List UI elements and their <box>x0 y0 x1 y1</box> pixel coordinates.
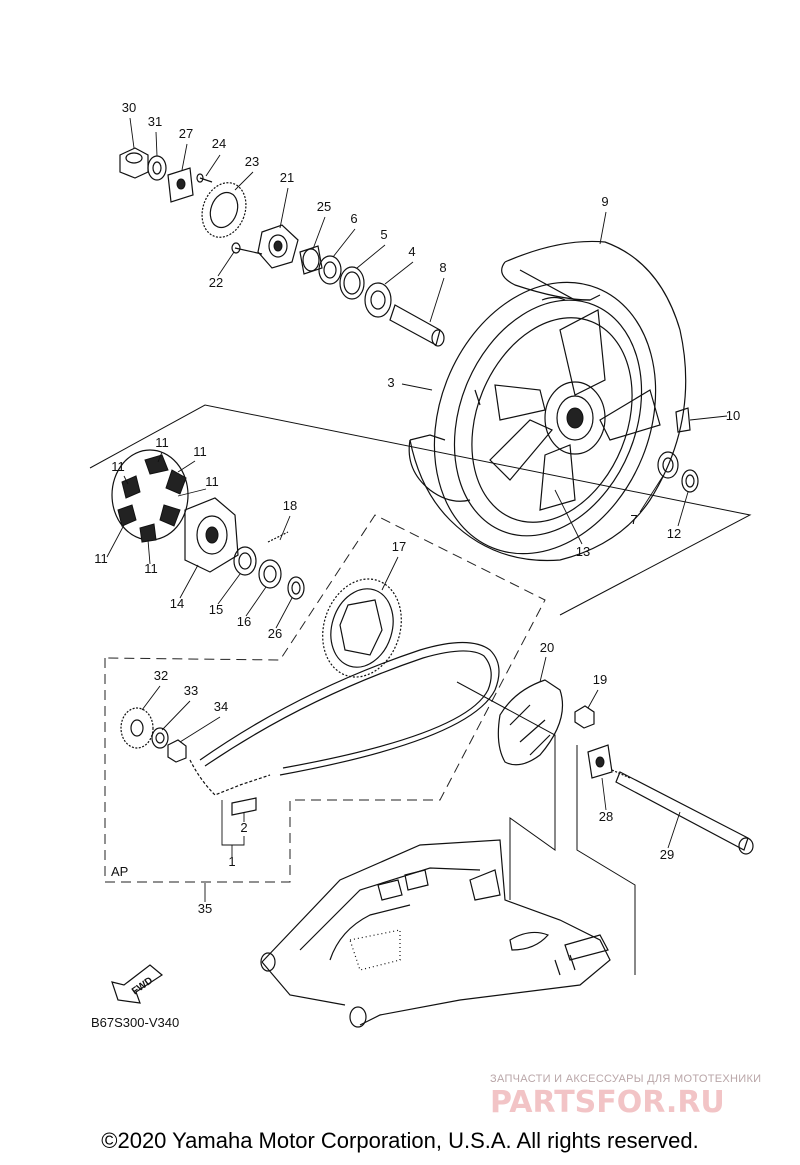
axle-29 <box>611 769 754 855</box>
collar-25 <box>299 245 323 275</box>
spacer-8 <box>389 304 445 347</box>
callout-12: 12 <box>667 526 681 541</box>
collar-26 <box>287 576 305 600</box>
callout-4: 4 <box>408 244 415 259</box>
callout-13: 13 <box>576 544 590 559</box>
front-sprocket-32 <box>120 707 154 749</box>
callout-17: 17 <box>392 539 406 554</box>
diagram-code: B67S300-V340 <box>91 1015 179 1030</box>
callout-24: 24 <box>212 136 226 151</box>
drive-chain <box>189 641 500 796</box>
clutch-hub-14 <box>184 497 239 573</box>
callout-8: 8 <box>439 260 446 275</box>
washer-31 <box>147 155 167 181</box>
callout-28: 28 <box>599 809 613 824</box>
washer-33 <box>151 727 169 749</box>
callout-11f: 11 <box>144 561 158 576</box>
callout-labels: 3031272423212225654893107121311111111111… <box>94 100 740 916</box>
adjuster-27 <box>167 167 194 203</box>
callout-2: 2 <box>240 820 247 835</box>
fwd-arrow-icon: FWD <box>111 964 164 1004</box>
swing-arm <box>260 839 611 1028</box>
group-label-ap: AP <box>111 864 128 879</box>
callout-5: 5 <box>380 227 387 242</box>
leader-lines <box>106 117 728 902</box>
watermark: ЗАПЧАСТИ И АКСЕССУАРЫ ДЛЯ МОТОТЕХНИКИ PA… <box>490 1073 761 1120</box>
callout-25: 25 <box>317 199 331 214</box>
rear-sprocket-17 <box>322 578 402 678</box>
collar-12 <box>681 469 699 493</box>
callout-14: 14 <box>170 596 184 611</box>
sprocket-cover-20 <box>497 679 564 766</box>
callout-33: 33 <box>184 683 198 698</box>
callout-11c: 11 <box>111 459 125 474</box>
callout-35: 35 <box>198 901 212 916</box>
callout-7: 7 <box>630 512 637 527</box>
rear-wheel <box>408 240 691 562</box>
damper-assembly-11 <box>111 449 189 543</box>
bearing-4 <box>364 282 392 318</box>
callout-6: 6 <box>350 211 357 226</box>
callout-21: 21 <box>280 170 294 185</box>
plate-23 <box>201 182 247 238</box>
callout-15: 15 <box>209 602 223 617</box>
bearing-6 <box>318 255 342 285</box>
callout-27: 27 <box>179 126 193 141</box>
callout-23: 23 <box>245 154 259 169</box>
callout-22: 22 <box>209 275 223 290</box>
callout-11b: 11 <box>193 444 207 459</box>
callout-9: 9 <box>601 194 608 209</box>
stud-18 <box>267 531 289 543</box>
bearing-15 <box>233 546 257 576</box>
bearing-7 <box>657 451 679 479</box>
master-link-2 <box>231 797 257 816</box>
callout-11d: 11 <box>205 474 219 489</box>
callout-1: 1 <box>228 854 235 869</box>
seal-5 <box>339 266 365 300</box>
callout-11a: 11 <box>155 435 169 450</box>
callout-10: 10 <box>726 408 740 423</box>
nut-34 <box>167 739 187 763</box>
watermark-tagline: ЗАПЧАСТИ И АКСЕССУАРЫ ДЛЯ МОТОТЕХНИКИ <box>490 1073 761 1085</box>
nut-19 <box>574 705 595 729</box>
explode-line-left <box>456 681 556 900</box>
fwd-label: FWD <box>130 975 155 997</box>
callout-19: 19 <box>593 672 607 687</box>
callout-11e: 11 <box>94 551 108 566</box>
callout-26: 26 <box>268 626 282 641</box>
bolt-22 <box>231 242 263 255</box>
copyright-notice: ©2020 Yamaha Motor Corporation, U.S.A. A… <box>101 1128 699 1153</box>
bolt-24 <box>196 173 213 183</box>
chain-kit-dashed-frame <box>104 514 546 883</box>
nut-30 <box>119 147 149 179</box>
callout-16: 16 <box>237 614 251 629</box>
watermark-logo: PARTSFOR.RU <box>490 1085 725 1120</box>
callout-18: 18 <box>283 498 297 513</box>
callout-3: 3 <box>387 375 394 390</box>
callout-31: 31 <box>148 114 162 129</box>
wheel-group-frame <box>89 404 752 616</box>
callout-29: 29 <box>660 847 674 862</box>
explode-line-right <box>576 745 636 975</box>
callout-30: 30 <box>122 100 136 115</box>
callout-20: 20 <box>540 640 554 655</box>
callout-32: 32 <box>154 668 168 683</box>
adjuster-28 <box>587 744 613 779</box>
callout-34: 34 <box>214 699 228 714</box>
seal-16 <box>258 559 282 589</box>
hub-21 <box>257 224 299 269</box>
